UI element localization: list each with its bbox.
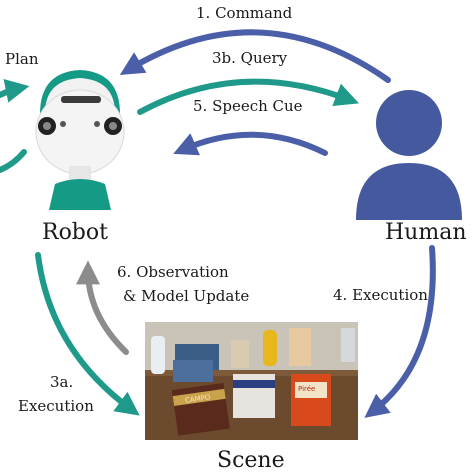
plan-arrow-top (0, 79, 30, 103)
plan-arrow-bottom (0, 149, 27, 173)
human-label: Human (385, 220, 467, 245)
human-execution-arrow (364, 245, 436, 418)
observation-label-line1: 6. Observation (117, 263, 229, 281)
human-execution-label: 4. Execution (333, 286, 428, 304)
observation-arrow (76, 260, 129, 355)
speech-cue-label: 5. Speech Cue (193, 97, 303, 115)
robot-label: Robot (42, 220, 108, 245)
robot-image (35, 70, 125, 210)
query-label: 3b. Query (212, 49, 288, 67)
plan-label: Plan (5, 50, 39, 68)
scene-label: Scene (217, 448, 285, 473)
scene-product-cereal: Pirée (298, 385, 316, 393)
command-label: 1. Command (196, 4, 293, 22)
scene-photo: CAMPO Pirée (145, 322, 358, 440)
command-arrow (119, 29, 391, 83)
observation-label-line2: & Model Update (123, 287, 250, 305)
scene-illustration (145, 322, 358, 440)
speech-cue-arrow (173, 131, 328, 156)
query-arrow (137, 78, 359, 115)
human-icon (356, 90, 462, 220)
robot-execution-label-line2: Execution (18, 397, 94, 415)
robot-execution-label-line1: 3a. (50, 373, 74, 391)
robot-execution-arrow (35, 252, 140, 416)
